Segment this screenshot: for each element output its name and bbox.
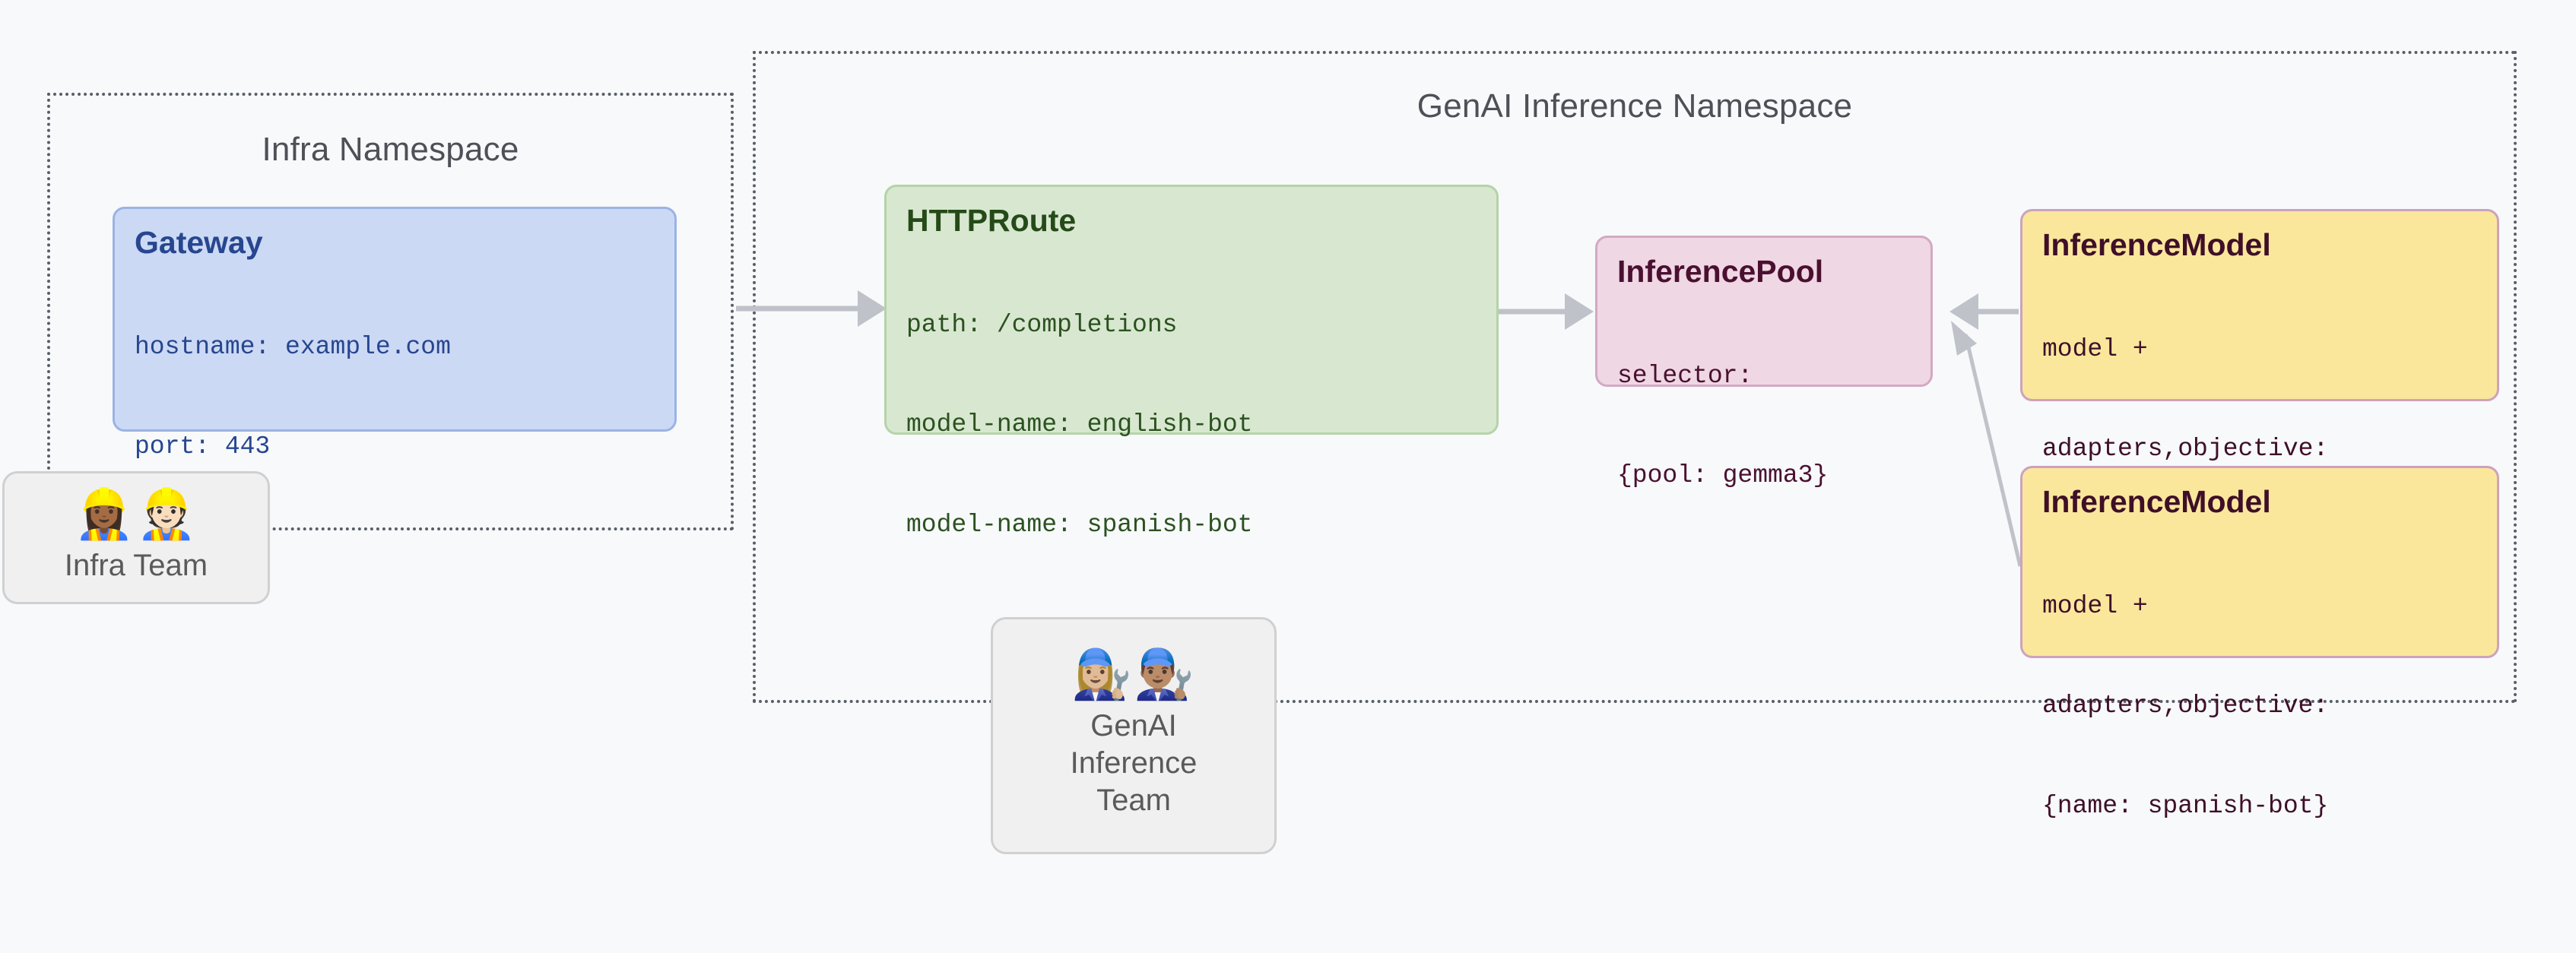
node-inferencemodel-english[interactable]: InferenceModel model + adapters,objectiv…: [2020, 209, 2499, 563]
inferencemodel-spanish-line-model: model +: [2042, 591, 2148, 620]
mechanic-icons: 👩🏼‍🔧👨🏽‍🔧: [1071, 647, 1196, 702]
node-inferencemodel-spanish-title: InferenceModel: [2042, 484, 2271, 519]
node-httproute[interactable]: HTTPRoute path: /completions model-name:…: [884, 185, 1499, 539]
node-inferencemodel-english-title: InferenceModel: [2042, 227, 2271, 262]
gateway-line-hostname: hostname: example.com: [135, 332, 451, 361]
team-card-genai-label-line-1: GenAI: [1090, 709, 1177, 743]
node-gateway[interactable]: Gateway hostname: example.com port: 443: [113, 207, 677, 461]
node-inferencepool-title: InferencePool: [1617, 254, 1824, 289]
team-card-infra-label: Infra Team: [64, 548, 208, 582]
inferencepool-line-selector: selector:: [1617, 361, 1753, 390]
team-card-infra[interactable]: 👷🏾‍♀️👷🏻 Infra Team: [2, 471, 270, 604]
inferencemodel-english-line-model: model +: [2042, 334, 2148, 363]
node-gateway-title: Gateway: [135, 225, 263, 260]
node-httproute-body: path: /completions model-name: english-b…: [906, 242, 1477, 609]
team-card-genai[interactable]: 👩🏼‍🔧👨🏽‍🔧 GenAI Inference Team: [991, 617, 1277, 854]
httproute-line-model-spanish: model-name: spanish-bot: [906, 510, 1253, 539]
inferencepool-line-selector-value: {pool: gemma3}: [1617, 461, 1829, 490]
httproute-line-model-english: model-name: english-bot: [906, 410, 1253, 439]
node-httproute-title: HTTPRoute: [906, 203, 1077, 238]
team-card-genai-label-line-2: Inference: [1070, 746, 1198, 780]
team-card-genai-label: GenAI Inference Team: [1071, 708, 1198, 818]
node-inferencepool-body: selector: {pool: gemma3}: [1617, 293, 1911, 559]
namespace-infra: Infra Namespace: [47, 93, 734, 530]
node-inferencepool[interactable]: InferencePool selector: {pool: gemma3}: [1595, 236, 1933, 489]
inferencemodel-english-line-adapters: adapters,objective:: [2042, 435, 2329, 464]
namespace-genai: GenAI Inference Namespace: [753, 51, 2517, 703]
construction-worker-icons: 👷🏾‍♀️👷🏻: [74, 486, 198, 541]
inferencemodel-spanish-line-name: {name: spanish-bot}: [2042, 791, 2329, 820]
httproute-line-path: path: /completions: [906, 310, 1178, 339]
gateway-line-port: port: 443: [135, 432, 271, 461]
node-gateway-body: hostname: example.com port: 443: [135, 264, 655, 530]
namespace-infra-title: Infra Namespace: [262, 131, 519, 168]
team-card-genai-label-line-3: Team: [1096, 783, 1171, 817]
node-inferencemodel-spanish-body: model + adapters,objective: {name: spani…: [2042, 523, 2477, 890]
namespace-genai-title: GenAI Inference Namespace: [1416, 87, 1853, 125]
inferencemodel-spanish-line-adapters: adapters,objective:: [2042, 692, 2329, 720]
node-inferencemodel-spanish[interactable]: InferenceModel model + adapters,objectiv…: [2020, 466, 2499, 820]
